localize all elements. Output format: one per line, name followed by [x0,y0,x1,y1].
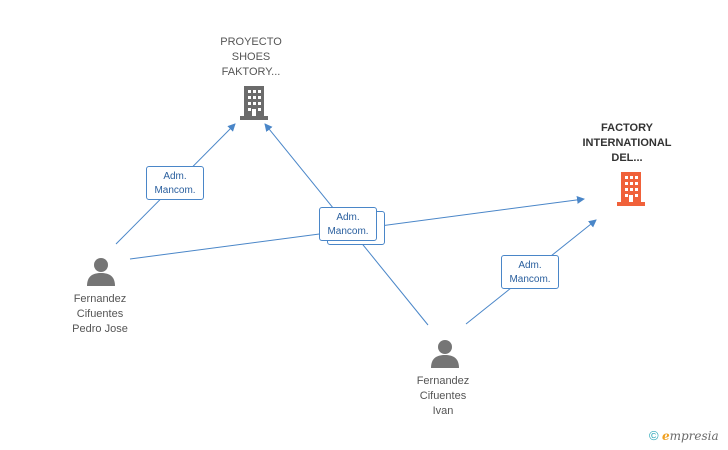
relation-label-ivan-factory[interactable]: Adm. Mancom. [501,255,559,289]
building-icon[interactable] [615,170,647,206]
company-proyecto-label-line2: SHOES [231,51,271,63]
person-pedro-label-line2: Cifuentes [76,308,124,320]
company-proyecto-label-line1: PROYECTO [220,36,282,48]
building-icon[interactable] [238,84,270,120]
person-ivan-label-line3: Ivan [432,405,454,417]
copyright-symbol: © [649,428,659,443]
person-pedro-label-line3: Pedro Jose [72,323,128,335]
company-proyecto-label[interactable]: PROYECTO SHOES FAKTORY... [206,35,296,80]
person-ivan-label-line1: Fernandez [416,375,470,387]
relation-label-center[interactable]: Adm. Mancom. [319,207,377,241]
person-icon[interactable] [430,338,460,368]
person-icon[interactable] [86,256,116,286]
person-pedro-label[interactable]: Fernandez Cifuentes Pedro Jose [50,292,150,337]
person-ivan-label-line2: Cifuentes [419,390,467,402]
company-factory-label-line3: DEL... [611,152,643,164]
company-proyecto-label-line3: FAKTORY... [221,66,281,78]
company-factory-label[interactable]: FACTORY INTERNATIONAL DEL... [577,121,677,166]
relation-label-line2: Mancom. [154,184,196,196]
relation-label-line1: Adm. [336,211,360,223]
relation-label-line2: Mancom. [509,273,551,285]
relation-label-line1: Adm. [518,259,542,271]
relation-label-line2: Mancom. [327,225,369,237]
company-factory-label-line2: INTERNATIONAL [582,137,672,149]
brand-name: mpresia [669,429,719,443]
relation-label-line1: Adm. [163,170,187,182]
brand-logo: © empresia [649,428,719,443]
person-pedro-label-line1: Fernandez [73,293,127,305]
company-factory-label-line1: FACTORY [601,122,653,134]
brand-e: e [661,429,670,443]
person-ivan-label[interactable]: Fernandez Cifuentes Ivan [393,374,493,419]
relation-label-pedro-proyecto[interactable]: Adm. Mancom. [146,166,204,200]
